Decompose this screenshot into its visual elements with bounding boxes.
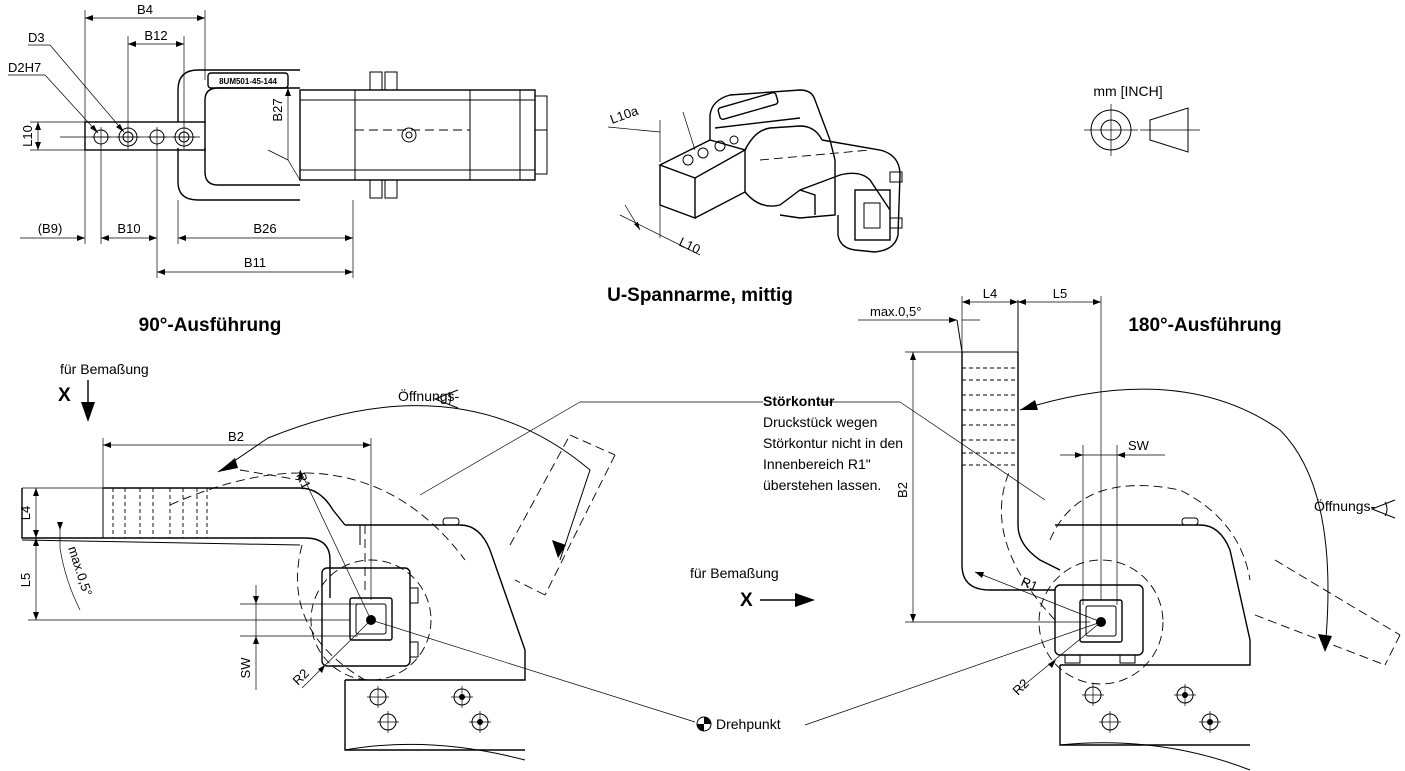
top-view: 8UM501-45-144 B4 B12 D3 D2H7 xyxy=(8,2,548,278)
title-90-ausfuehrung: 90°-Ausführung xyxy=(139,315,282,336)
part-number-text: 8UM501-45-144 xyxy=(219,77,277,86)
arm-dashes-90 xyxy=(112,488,208,538)
side-view-90: für Bemaßung X xyxy=(18,361,616,761)
dim-r2-180: R2 xyxy=(1010,676,1032,698)
bolt-180-2 xyxy=(1174,684,1196,706)
dim-sw-180: SW xyxy=(1128,438,1150,453)
dim-b27: B27 xyxy=(270,98,285,121)
dim-l10a: L10a xyxy=(608,103,641,127)
oeffnungs-180: Öffnungs- xyxy=(1314,497,1376,514)
bolt-180-3 xyxy=(1099,711,1121,733)
top-view-body xyxy=(299,89,536,181)
dim-r1-90: R1 xyxy=(293,470,314,491)
dim-b10: B10 xyxy=(117,221,140,236)
dim-b26: B26 xyxy=(253,221,276,236)
title-u-spannarme: U-Spannarme, mittig xyxy=(607,285,793,306)
fuer-bemassung-90: für Bemaßung xyxy=(60,361,149,377)
stoerkontur-heading: Störkontur xyxy=(763,393,835,409)
dim-b4: B4 xyxy=(137,2,153,17)
dim-l5-180: L5 xyxy=(1053,286,1067,301)
dim-l4-90: L4 xyxy=(18,506,33,520)
dim-l10-iso: L10 xyxy=(677,234,703,257)
fuer-bemassung-180: für Bemaßung xyxy=(690,565,779,581)
dim-b9: (B9) xyxy=(38,221,63,236)
title-180-ausfuehrung: 180°-Ausführung xyxy=(1128,315,1281,336)
x-label-180: X xyxy=(740,590,753,611)
dim-l4-180: L4 xyxy=(983,286,997,301)
dim-d3: D3 xyxy=(28,30,45,45)
dim-max-angle-90: max.0,5° xyxy=(65,544,95,598)
part-number-label xyxy=(207,72,289,89)
bolt-90-2 xyxy=(451,686,473,708)
stoerkontur-line3: Innenbereich R1" xyxy=(763,456,871,472)
side-view-180: für Bemaßung X xyxy=(690,286,1401,771)
dim-b2-90: B2 xyxy=(228,429,244,444)
isometric-view: L10a L10 xyxy=(608,89,903,257)
oeffnungs-90: Öffnungs- xyxy=(398,387,460,404)
arm-dashes-180 xyxy=(962,367,1018,466)
dim-r2-90: R2 xyxy=(290,666,312,688)
dim-r1-180: R1 xyxy=(1019,574,1040,594)
bolt-180-1 xyxy=(1082,684,1104,706)
bolt-90-3 xyxy=(377,711,399,733)
dim-b12: B12 xyxy=(144,28,167,43)
dim-d2h7: D2H7 xyxy=(8,60,41,75)
drehpunkt-callout: Drehpunkt xyxy=(370,619,1102,732)
x-arrow-180 xyxy=(795,593,815,607)
dim-sw-90: SW xyxy=(238,657,253,679)
x-label-90: X xyxy=(58,385,71,406)
dim-max-angle-180: max.0,5° xyxy=(870,304,921,319)
stoerkontur-line4: überstehen lassen. xyxy=(763,477,881,493)
bolt-180-4 xyxy=(1199,711,1221,733)
dim-b11: B11 xyxy=(244,255,266,270)
stoerkontur-line2: Störkontur nicht in den xyxy=(763,435,903,451)
bolt-90-1 xyxy=(367,686,389,708)
drehpunkt-label: Drehpunkt xyxy=(716,716,781,732)
stoerkontur-line1: Druckstück wegen xyxy=(763,414,877,430)
x-arrow-90 xyxy=(81,402,95,422)
bolt-90-4 xyxy=(469,711,491,733)
stoerkontur-note: Störkontur Druckstück wegen Störkontur n… xyxy=(419,393,1046,501)
dim-l5-90: L5 xyxy=(18,573,33,587)
projection-symbol: mm [INCH] xyxy=(1084,83,1200,156)
dim-b2-180: B2 xyxy=(895,482,910,498)
units-label: mm [INCH] xyxy=(1093,83,1162,99)
dim-l10-top: L10 xyxy=(20,125,35,147)
